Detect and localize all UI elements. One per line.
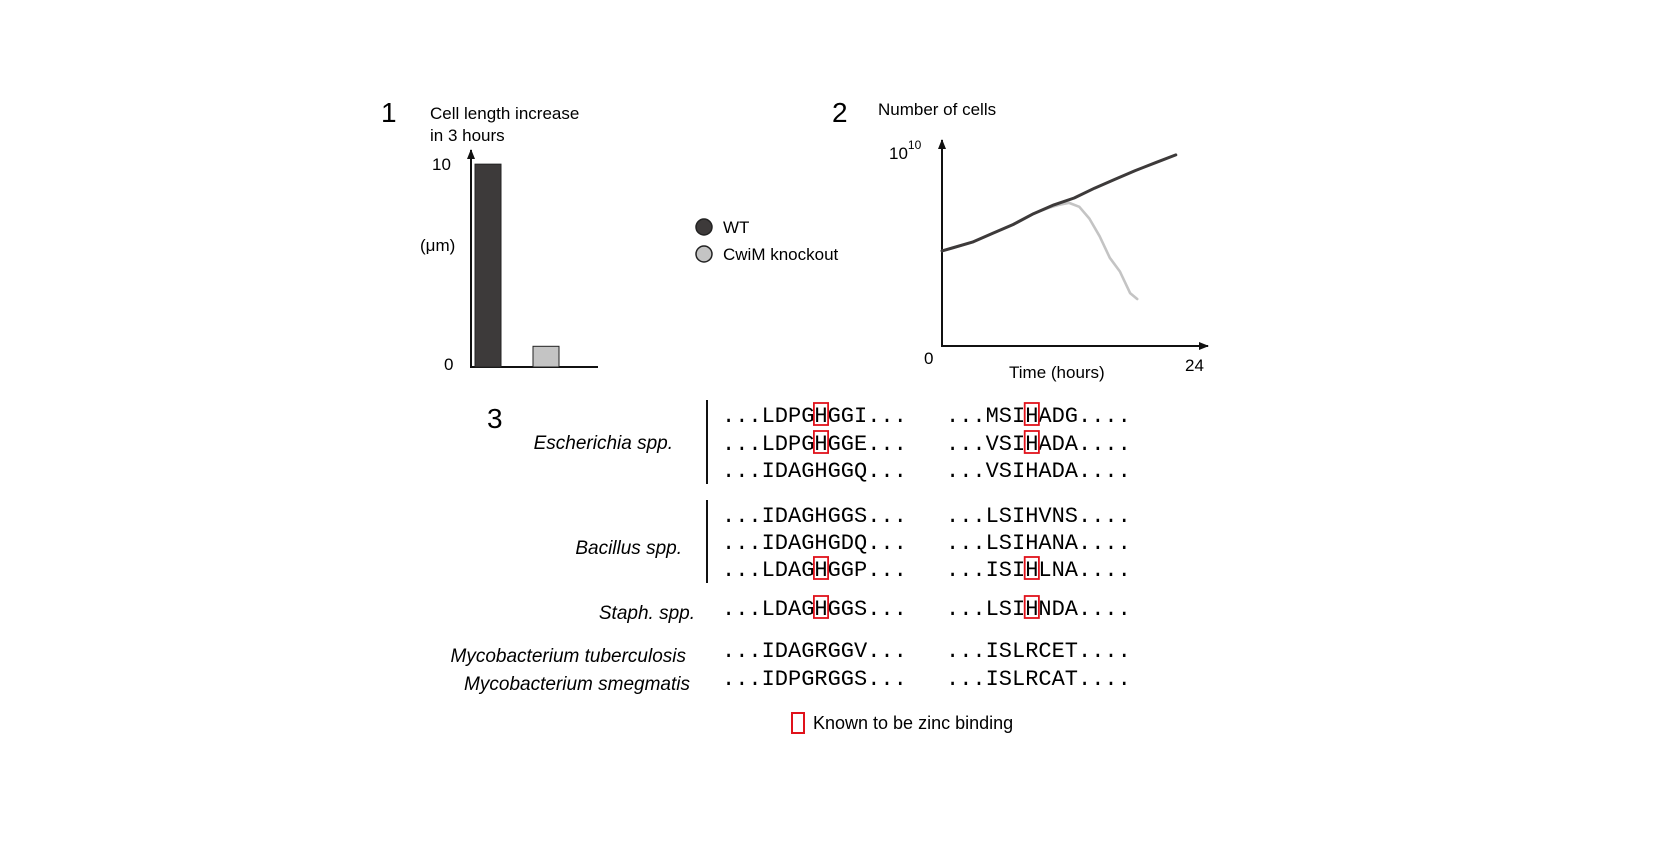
sequence-seg2: ...LSIHVNS.... [946, 504, 1131, 529]
line-x-axis-label: Time (hours) [1009, 363, 1105, 382]
organism-label-mycobacterium-smegmatis: Mycobacterium smegmatis [464, 674, 690, 695]
line-y-tick-top: 1010 [889, 138, 922, 163]
line-series-group [940, 153, 1178, 301]
sequence-seg2: ...LSIHANA.... [946, 531, 1131, 556]
panel-1-label: 1 [381, 97, 397, 128]
bar-group [474, 163, 560, 368]
line-x-tick-max: 24 [1185, 356, 1204, 375]
organism-label-staph-spp: Staph. spp. [599, 603, 695, 624]
series-line-wt [940, 153, 1178, 253]
legend: WT CwiM knockout [695, 218, 839, 264]
bar-chart-title-line-2: in 3 hours [430, 126, 505, 145]
zinc-binding-box [1023, 556, 1040, 580]
sequence-seg1: ...IDAGRGGV... [722, 639, 907, 664]
panel-3-label: 3 [487, 403, 503, 434]
sequence-seg2: ...ISLRCET.... [946, 639, 1131, 664]
bar-chart-title-line-1: Cell length increase [430, 104, 579, 123]
bar-wt [474, 163, 502, 368]
organism-label-mycobacterium-tuberculosis: Mycobacterium tuberculosis [451, 646, 687, 667]
legend-knockout-label: CwiM knockout [723, 245, 839, 264]
sequence-seg2: ...ISLRCAT.... [946, 667, 1131, 692]
sequence-seg1: ...IDAGHGGS... [722, 504, 907, 529]
line-x-tick-min: 0 [924, 349, 933, 368]
bar-y-tick-min: 0 [444, 355, 453, 374]
zinc-key-box [791, 712, 805, 734]
legend-knockout-marker [695, 245, 713, 263]
sequence-seg1: ...IDAGHGDQ... [722, 531, 907, 556]
sequence-seg2: ...VSIHADA.... [946, 459, 1131, 484]
line-y-axis-label: Number of cells [878, 100, 996, 119]
panel-1: 1 Cell length increase in 3 hours 10 0 (… [381, 97, 598, 374]
zinc-binding-box [1023, 595, 1040, 619]
zinc-binding-box [813, 430, 830, 454]
zinc-binding-box [813, 556, 830, 580]
panel-3: 3 Escherichia spp....LDPGHGGI......MSIHA… [451, 400, 1131, 734]
legend-wt-marker [695, 218, 713, 236]
zinc-binding-box [1023, 430, 1040, 454]
zinc-binding-box [813, 595, 830, 619]
legend-wt-label: WT [723, 218, 749, 237]
series-line-cwim-knockout [940, 201, 1139, 301]
sequence-alignment: Escherichia spp....LDPGHGGI......MSIHADG… [451, 400, 1131, 695]
zinc-key-label: Known to be zinc binding [813, 713, 1013, 733]
sequence-seg1: ...IDPGRGGS... [722, 667, 907, 692]
panel-2-label: 2 [832, 97, 848, 128]
organism-label-escherichia-spp: Escherichia spp. [534, 433, 673, 454]
zinc-binding-box [813, 402, 830, 426]
zinc-binding-box [1023, 402, 1040, 426]
sequence-seg1: ...IDAGHGGQ... [722, 459, 907, 484]
bar-cwim-knockout [532, 345, 560, 368]
bar-y-axis-label: (μm) [420, 236, 455, 255]
bar-y-tick-max: 10 [432, 155, 451, 174]
organism-label-bacillus-spp: Bacillus spp. [575, 538, 682, 559]
panel-2: 2 Number of cells 1010 0 24 Time (hours) [832, 97, 1209, 382]
